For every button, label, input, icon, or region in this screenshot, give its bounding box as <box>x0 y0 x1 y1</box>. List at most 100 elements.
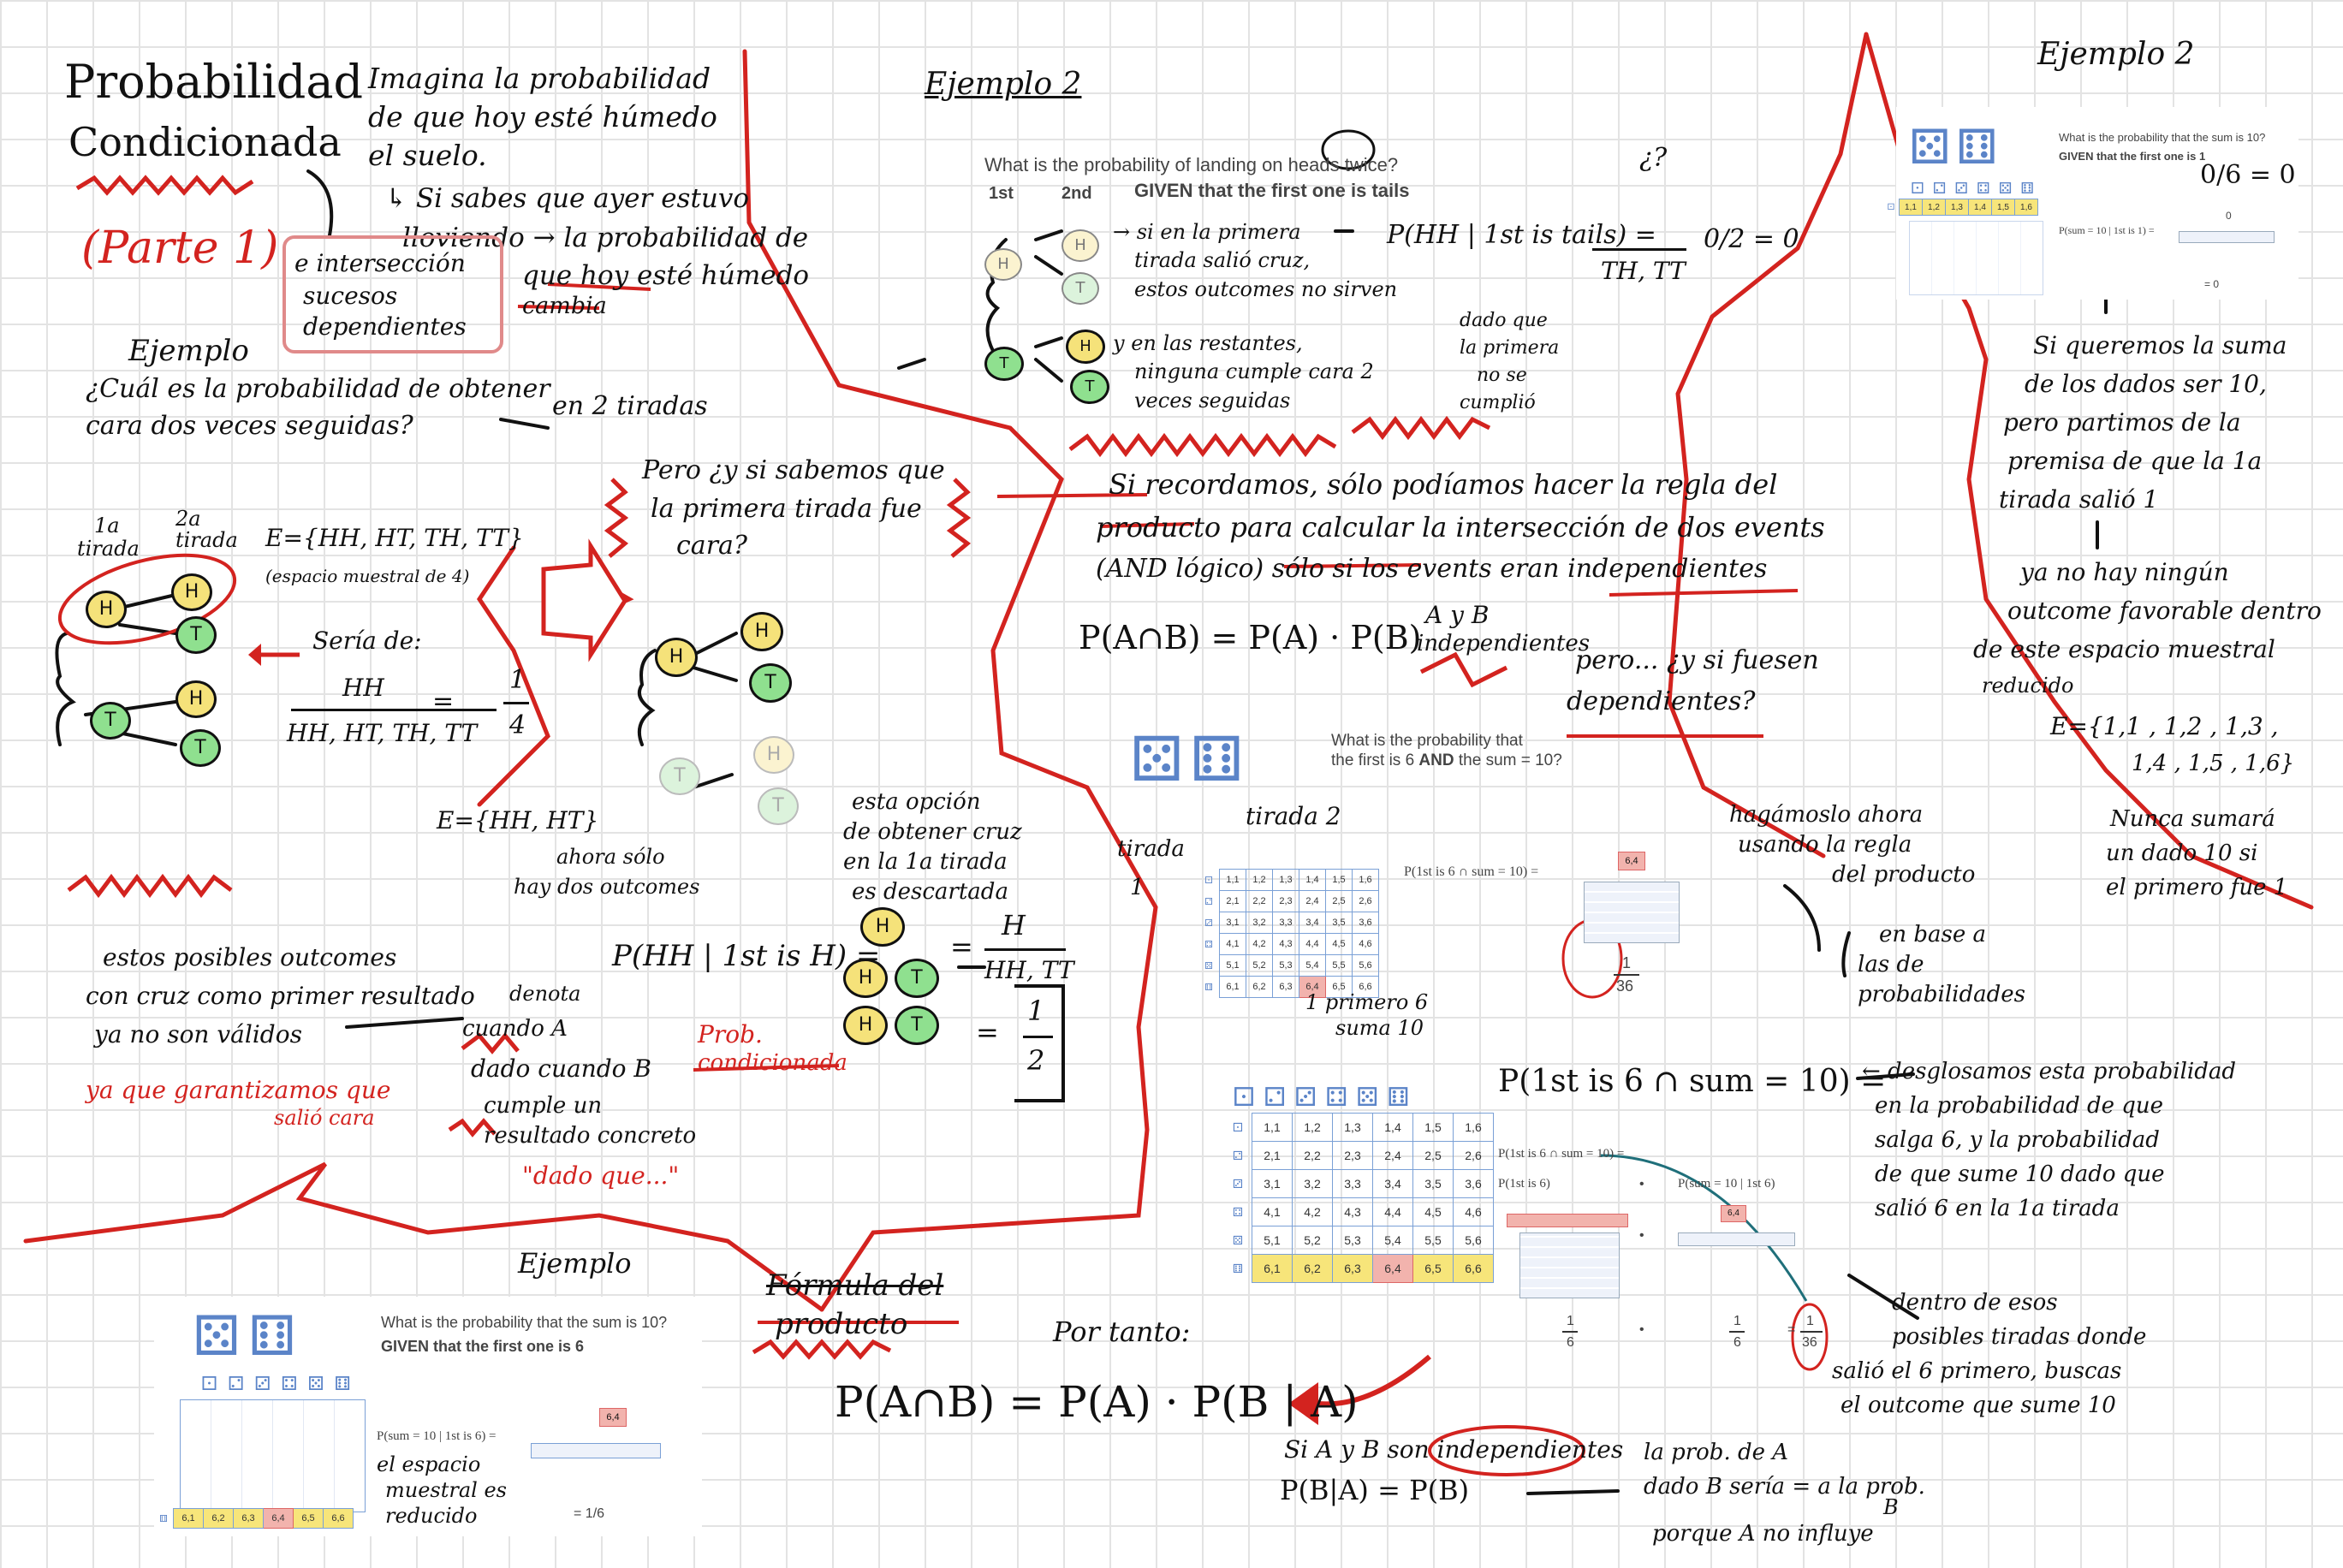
tails-coin: T <box>984 347 1024 381</box>
sample-space-2-note-1: ahora sólo <box>556 845 665 869</box>
fraction-1-denominator: HH, HT, TH, TT <box>287 719 478 747</box>
grid-cell: 3,5 <box>1412 1169 1454 1198</box>
frac-3-num: 1 <box>1806 1314 1814 1328</box>
die-face-icon: ⚄ <box>1204 960 1213 971</box>
ex4-note-6: ya no hay ningún <box>2020 558 2229 586</box>
grid-cell: 4,4 <box>1372 1197 1413 1226</box>
ex2-note-6: veces seguidas <box>1134 389 1291 413</box>
ex2-formula: P(HH | 1st is tails) = <box>1387 220 1656 250</box>
ex4-note-4: premisa de que la 1a <box>2007 447 2263 475</box>
grid-cell: 1,6 <box>2014 199 2038 216</box>
toss-2-label-b: tirada <box>175 528 238 552</box>
independent-equality: P(B|A) = P(B) <box>1280 1474 1470 1506</box>
example-4-question: What is the probability that the sum is … <box>2059 131 2266 144</box>
row-strip <box>2179 231 2275 243</box>
dice-icon: ⚅ <box>1956 120 1998 175</box>
dice-icon: ⚄ <box>1130 723 1184 795</box>
grid-cell: 6,2 <box>1246 976 1273 998</box>
grid-cell: 1,3 <box>1332 1113 1373 1142</box>
fraction-bar <box>1800 1331 1823 1333</box>
dice-question-2c: the sum = 10? <box>1454 751 1562 769</box>
row-six-strip <box>1678 1232 1795 1246</box>
ex4-note-5: tirada salió 1 <box>1999 485 2159 514</box>
tirada-1-label-b: 1 <box>1130 875 1145 900</box>
ex4-note-12: el primero fue 1 <box>2106 875 2288 900</box>
grid-cell: 5,4 <box>1372 1226 1413 1255</box>
grid-cell: 1,3 <box>1945 199 1969 216</box>
example-3-question: What is the probability that the sum is … <box>381 1314 668 1331</box>
example-3-given: GIVEN that the first one is 6 <box>381 1338 585 1355</box>
box-note-2: sucesos <box>303 282 398 310</box>
dice-column-header: ⚀⚁⚂⚃⚄⚅ <box>1911 180 2043 198</box>
grid-cell: 5,3 <box>1272 954 1299 977</box>
ex4-note-8: de este espacio muestral <box>1973 635 2275 663</box>
tirada-1-label-a: tirada <box>1117 836 1185 862</box>
result-1-numerator: 1 <box>509 665 526 695</box>
ex2-fraction-den: TH, TT <box>1601 257 1686 285</box>
equals-sign: = <box>432 686 455 716</box>
option-note-3: en la 1a tirada <box>843 849 1008 875</box>
product-rule-formula: P(A∩B) = P(A) · P(B | A) <box>835 1377 1359 1427</box>
first-six-note-1: 1 primero 6 <box>1305 990 1429 1014</box>
grid-cell: 1,4 <box>1968 199 1992 216</box>
ex4-note-3: pero partimos de la <box>2003 408 2241 437</box>
grid-cell: 5,3 <box>1332 1226 1373 1255</box>
option-note-4: es descartada <box>852 879 1008 905</box>
fraction-bar <box>984 948 1066 951</box>
independent-label-2: independientes <box>1417 631 1591 656</box>
die-face-icon: ⚅ <box>1232 1261 1244 1275</box>
grid-cell: 6,1 <box>1219 976 1246 998</box>
grid-cell: 6,5 <box>1412 1254 1454 1283</box>
therefore-label: Por tanto: <box>1053 1316 1191 1348</box>
intro-line-1: Imagina la probabilidad <box>368 62 711 95</box>
tails-coin-faded: T <box>758 787 799 825</box>
toss-2-header: 2nd <box>1061 184 1092 203</box>
denota-2: cuando A <box>462 1016 568 1042</box>
grid-cell: 2,2 <box>1292 1141 1333 1170</box>
ex2-note-3: estos outcomes no sirven <box>1134 277 1398 301</box>
box-note-3: dependientes <box>303 312 467 341</box>
outcomes-note-3: ya no son válidos <box>94 1020 302 1048</box>
grid-cell: 1,6 <box>1453 1113 1494 1142</box>
toss-1-header: 1st <box>989 184 1014 203</box>
dice-column-header: ⚀⚁⚂⚃⚄⚅ <box>1233 1083 1418 1113</box>
highlight-cell: 6,4 <box>599 1408 627 1427</box>
grid-cell: 3,4 <box>1372 1169 1413 1198</box>
grid-cell: 5,4 <box>1299 954 1326 977</box>
heads-coin: H <box>655 638 698 677</box>
ex2-note-7: dado que <box>1460 310 1548 331</box>
die-face-icon: ⚃ <box>1232 1204 1244 1219</box>
base-note-2: las de <box>1858 952 1924 977</box>
example-3-result: = 1/6 <box>574 1506 605 1521</box>
example-2-heading: Ejemplo 2 <box>925 67 1082 102</box>
grid-cell: 1,5 <box>1412 1113 1454 1142</box>
prob-cond-1: Prob. <box>698 1020 763 1048</box>
sample-space-1: E={HH, HT, TH, TT} <box>265 524 524 552</box>
cond-fraction-den: HH, TT <box>984 956 1074 984</box>
dice-icon: ⚄ <box>1909 120 1951 175</box>
empty-grid <box>1909 221 2043 295</box>
product-formula-line: P(1st is 6 ∩ sum = 10) = <box>1498 1147 1625 1161</box>
grid-cell: 1,1 <box>1252 1113 1293 1142</box>
sample-space-2: E={HH, HT} <box>437 806 599 834</box>
cond-result-num: 1 <box>1027 995 1045 1027</box>
grid-cell: 2,5 <box>1412 1141 1454 1170</box>
grid-cell: 3,3 <box>1272 912 1299 934</box>
pero-line-3: cara? <box>676 531 747 561</box>
grid-cell: 6,2 <box>1292 1254 1333 1283</box>
conditional-formula: P(HH | 1st is H) = <box>612 939 881 973</box>
outcomes-note-2: con cruz como primer resultado <box>86 982 475 1010</box>
frac-2-num: 1 <box>1733 1314 1741 1328</box>
grid-cell: 6,6 <box>1453 1254 1494 1283</box>
grid-cell: 5,5 <box>1412 1226 1454 1255</box>
fraction-bar <box>1614 974 1639 976</box>
grid-cell: 2,2 <box>1246 890 1273 912</box>
ex2-note-10: cumplió <box>1460 392 1536 413</box>
